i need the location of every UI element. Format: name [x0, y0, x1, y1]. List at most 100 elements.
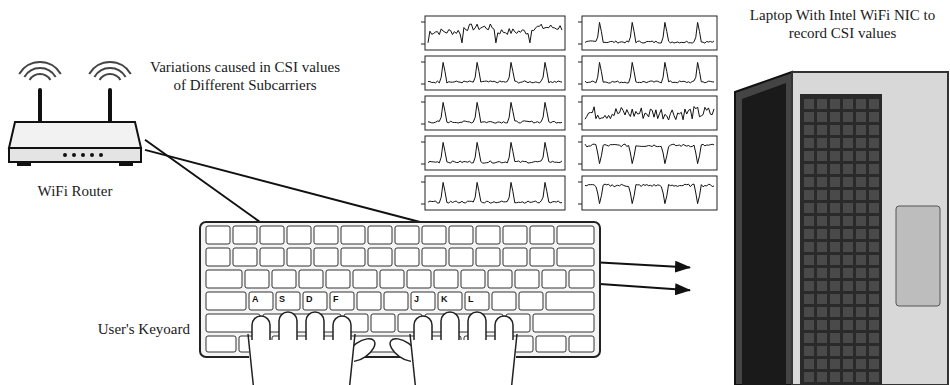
csi-trace: [428, 142, 562, 163]
laptop-key: [856, 177, 866, 187]
laptop-key: [869, 320, 879, 330]
key-cap: [245, 270, 269, 288]
chart-frame: [425, 136, 565, 170]
laptop-key: [817, 242, 827, 252]
key-cap: [371, 314, 395, 332]
csi-trace: [428, 62, 562, 83]
key-cap: [341, 226, 365, 244]
laptop-key: [830, 307, 840, 317]
laptop-key: [856, 346, 866, 356]
laptop-key: [804, 229, 814, 239]
laptop-key: [830, 294, 840, 304]
key-cap: [488, 270, 512, 288]
axis-tick: [578, 164, 582, 165]
laptop-key: [804, 125, 814, 135]
node-label: WiFi Router: [5, 182, 145, 200]
laptop-key: [843, 242, 853, 252]
laptop-key: [830, 255, 840, 265]
csi-trace: [585, 62, 714, 83]
key-cap: [206, 292, 246, 310]
wifi-wave: [94, 68, 125, 77]
laptop-key: [817, 294, 827, 304]
laptop-key: [869, 125, 879, 135]
laptop-key: [843, 190, 853, 200]
laptop-key: [843, 346, 853, 356]
laptop-base: [792, 72, 948, 385]
keyboard-node: User's Keyoard: [200, 222, 600, 357]
key-cap: [272, 270, 296, 288]
router-node: WiFi Router: [5, 60, 145, 205]
laptop-lid: [735, 72, 792, 385]
chart-frame: [582, 16, 717, 50]
laptop-key: [856, 203, 866, 213]
key-cap: [530, 248, 554, 266]
palm-edge: [248, 334, 355, 385]
laptop-touchpad: [896, 206, 940, 306]
laptop-key: [856, 99, 866, 109]
palm: [411, 340, 516, 385]
laptop-key: [856, 125, 866, 135]
laptop-key: [869, 190, 879, 200]
laptop-key: [856, 372, 866, 382]
axis-tick: [578, 84, 582, 85]
palm: [249, 340, 354, 385]
laptop-key: [830, 216, 840, 226]
laptop-key: [804, 359, 814, 369]
laptop-key: [843, 138, 853, 148]
router-top: [9, 122, 141, 148]
laptop-key: [843, 268, 853, 278]
key-cap: [206, 226, 230, 244]
key-cap: [233, 226, 257, 244]
laptop-key: [804, 307, 814, 317]
palm-edge: [410, 334, 517, 385]
axis-tick: [421, 124, 425, 125]
key-cap: [530, 226, 554, 244]
wifi-wave: [100, 74, 121, 80]
wifi-wave: [19, 62, 61, 74]
laptop-key: [869, 255, 879, 265]
axis-tick: [421, 44, 425, 45]
key-cap: [314, 226, 338, 244]
laptop-key: [830, 164, 840, 174]
laptop-key: [869, 242, 879, 252]
key-cap: [368, 226, 392, 244]
laptop-key: [830, 242, 840, 252]
laptop-key: [869, 281, 879, 291]
router-foot: [17, 162, 31, 166]
axis-tick: [421, 164, 425, 165]
key-cap: [546, 292, 594, 310]
laptop-key: [817, 268, 827, 278]
laptop-key: [830, 320, 840, 330]
laptop-key: [869, 333, 879, 343]
laptop-key: [817, 99, 827, 109]
node-illustration: [200, 222, 600, 357]
laptop-key: [817, 125, 827, 135]
laptop-key: [817, 216, 827, 226]
key-cap: [357, 292, 381, 310]
router-antenna: [38, 90, 42, 122]
axis-tick: [421, 84, 425, 85]
key-cap: [380, 270, 404, 288]
laptop-key: [856, 229, 866, 239]
laptop-key: [856, 320, 866, 330]
key-cap: [368, 248, 392, 266]
laptop-key: [843, 281, 853, 291]
key-cap: [395, 226, 419, 244]
laptop-key: [856, 164, 866, 174]
key-cap: [536, 336, 566, 352]
laptop-key: [804, 346, 814, 356]
laptop-key: [843, 359, 853, 369]
laptop-key: [869, 229, 879, 239]
axis-tick: [578, 22, 582, 23]
key-cap: [542, 270, 566, 288]
laptop-key: [817, 372, 827, 382]
laptop-key: [830, 151, 840, 161]
laptop-key: [830, 372, 840, 382]
key-cap: [569, 336, 594, 352]
chart-frame: [425, 176, 565, 210]
key-cap: [326, 270, 350, 288]
axis-tick: [578, 182, 582, 183]
key-cap: [303, 292, 327, 310]
laptop-key: [830, 333, 840, 343]
laptop-key: [817, 255, 827, 265]
